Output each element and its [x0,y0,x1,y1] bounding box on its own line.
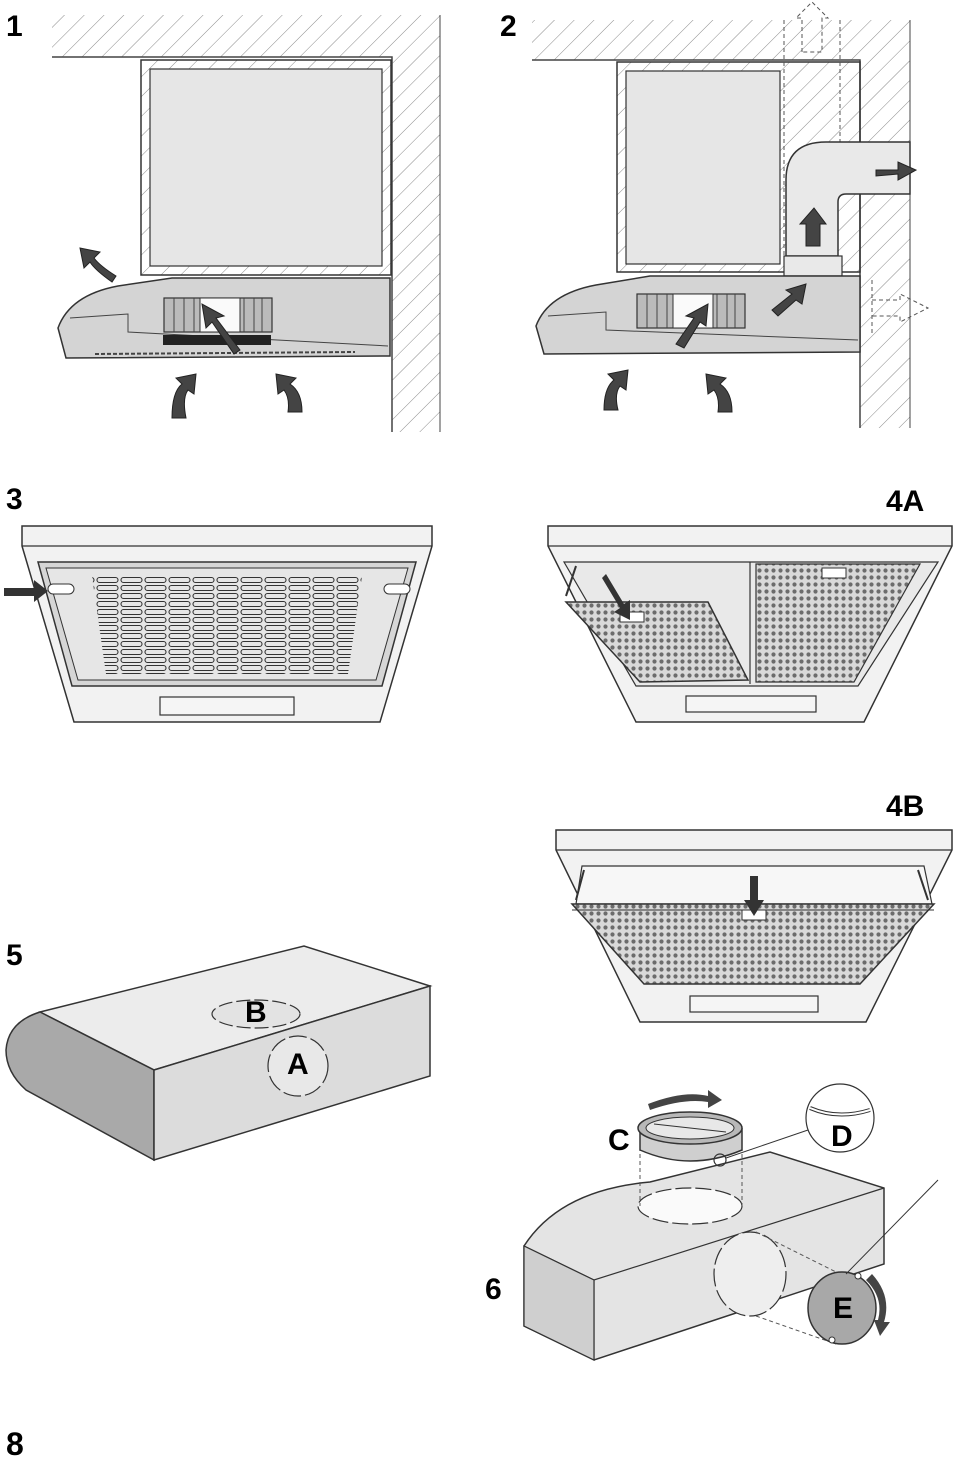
figure-4a-carbon-filter-view [547,525,953,723]
figure-label-4b: 4B [886,790,925,823]
figure-6-duct-flange-install [523,1083,939,1361]
figure-label-6: 6 [485,1273,502,1306]
part-label-c: C [608,1124,630,1157]
figure-3-grease-filter-view [4,525,433,723]
part-label-e: E [833,1292,854,1325]
figure-label-2: 2 [500,10,517,43]
figure-4b-carbon-filter-view [555,829,953,1023]
figure-2-extraction-diagram [532,1,930,428]
part-label-a: A [287,1048,309,1081]
part-label-d: D [831,1120,853,1153]
figure-label-3: 3 [6,483,23,516]
figure-label-5: 5 [6,939,23,972]
figure-5-hood-top-view [5,945,433,1162]
figure-label-1: 1 [6,10,23,43]
figure-1-recirculation-diagram [52,15,441,432]
figure-label-4a: 4A [886,485,925,518]
part-label-b: B [245,996,267,1029]
page-number: 8 [6,1426,24,1462]
